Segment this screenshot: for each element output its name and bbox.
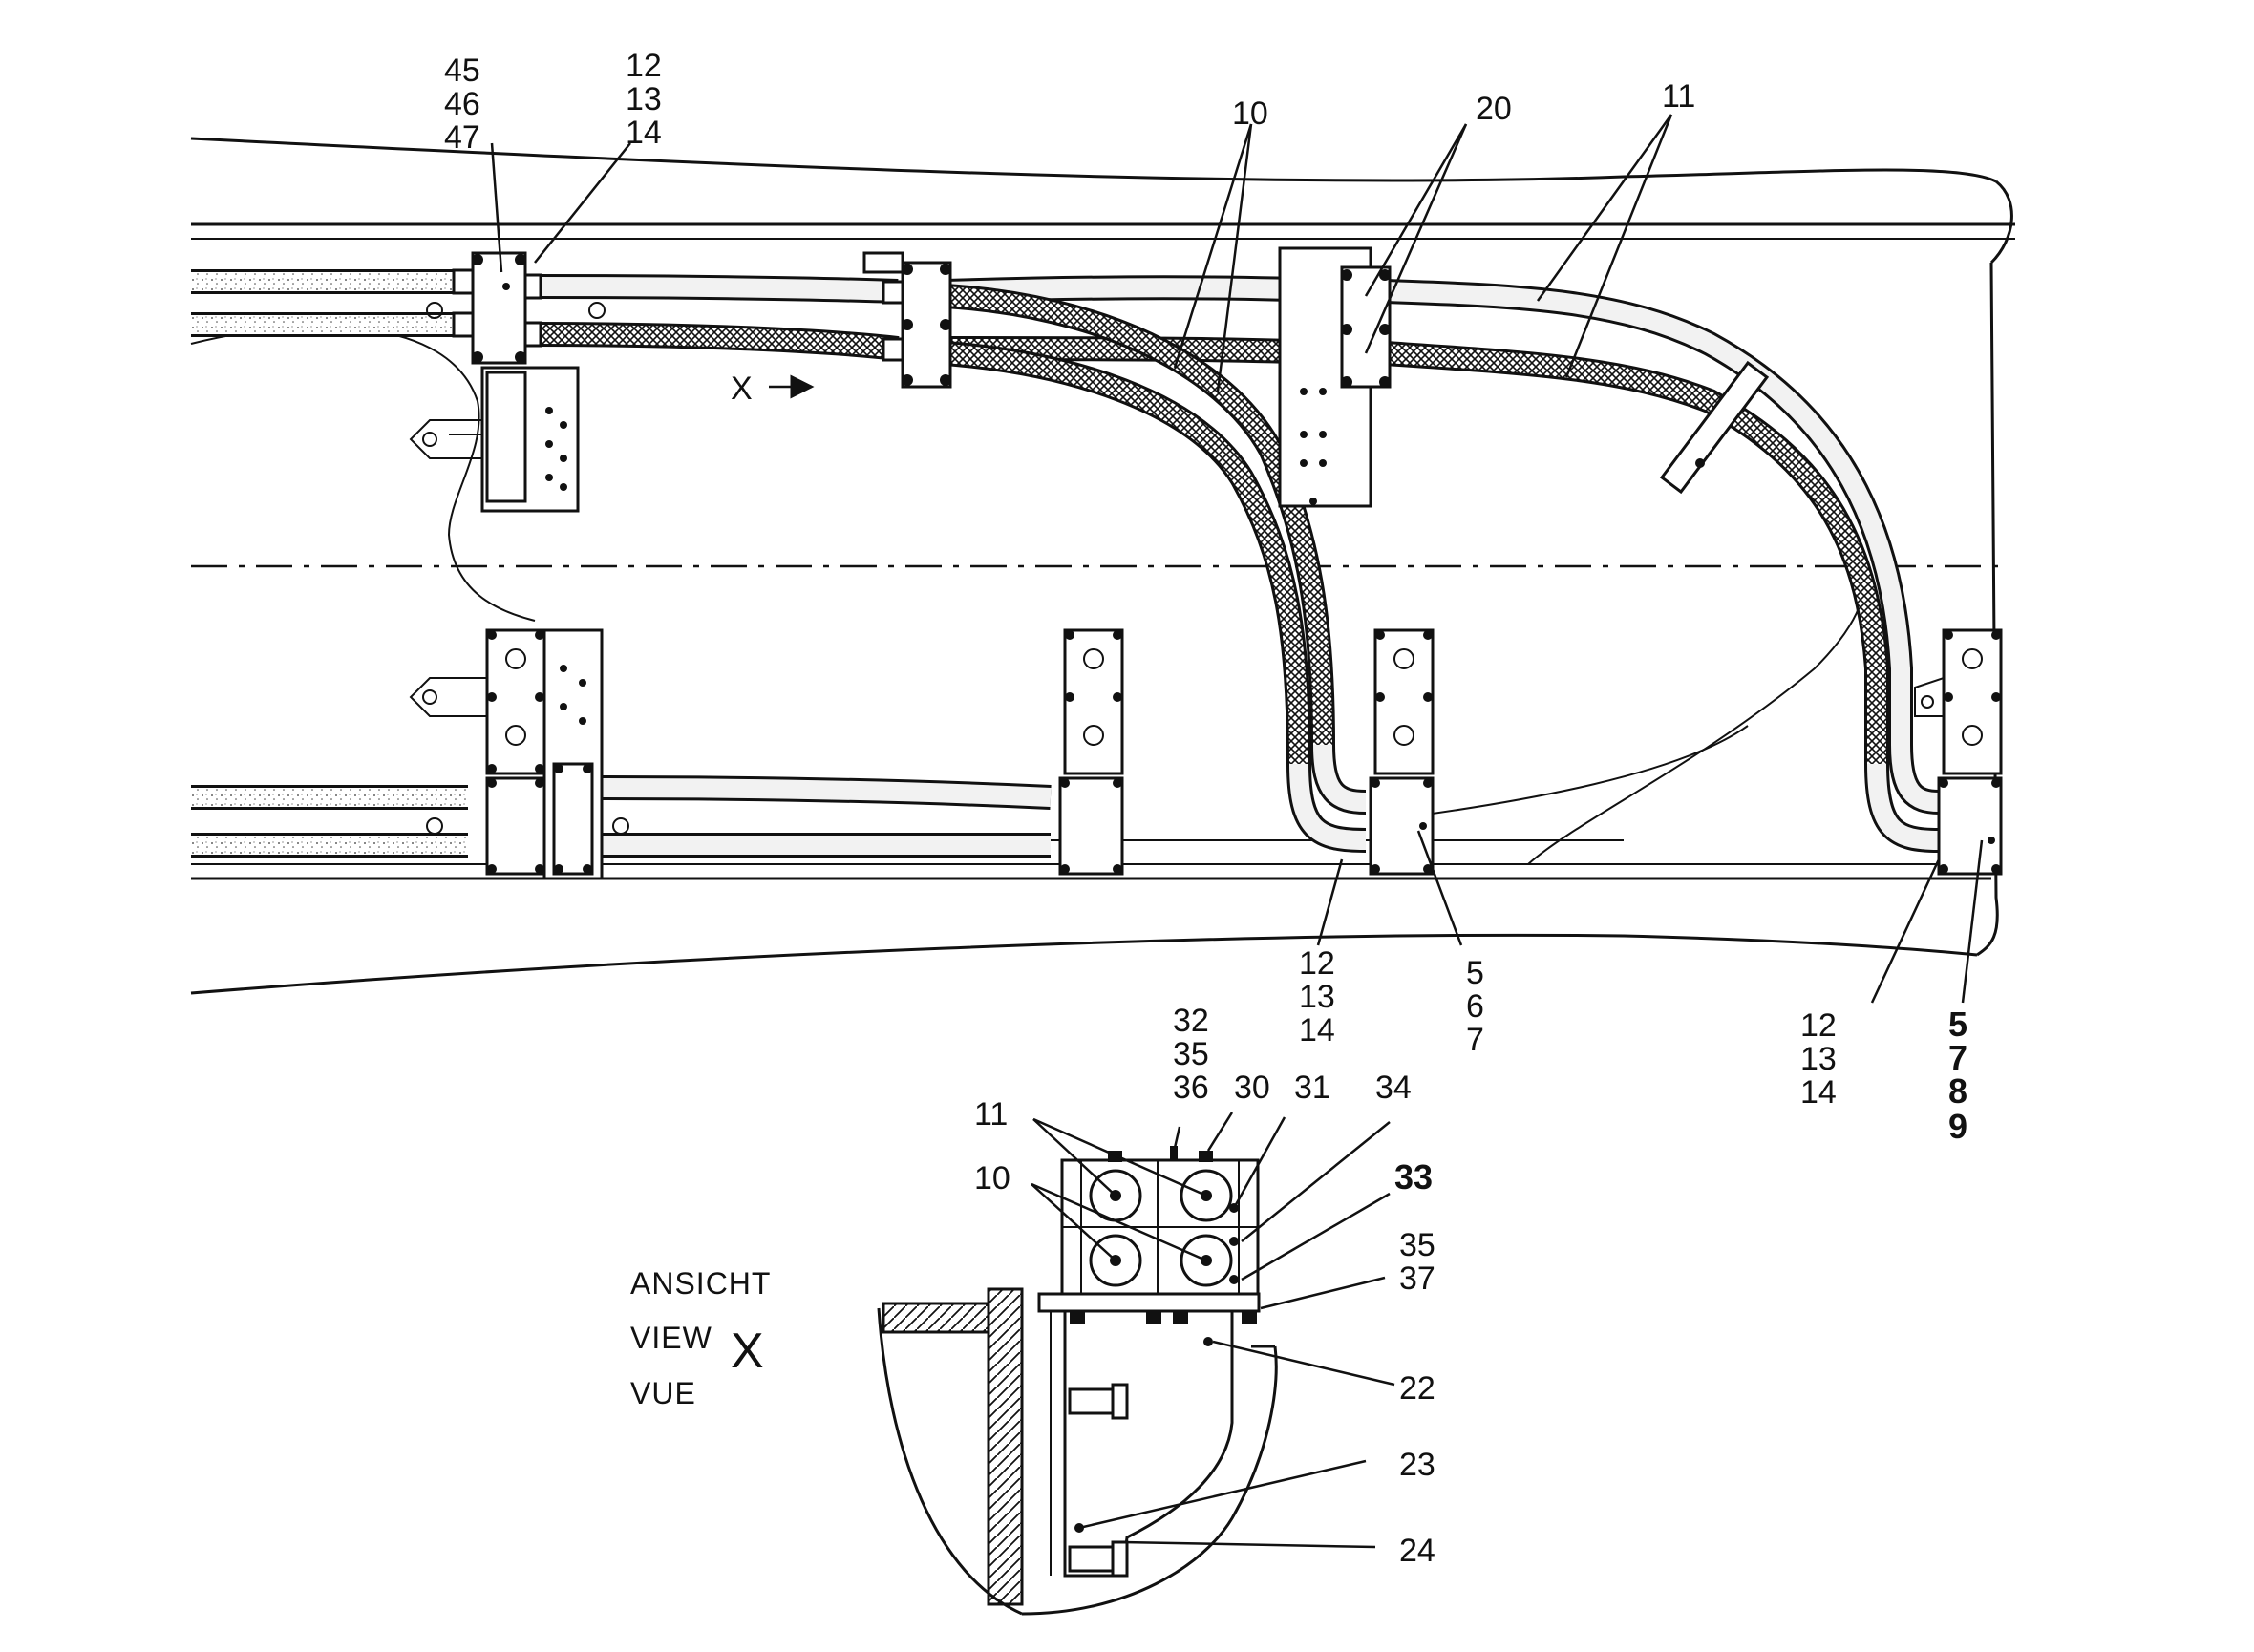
callout-37: 37 [1399, 1260, 1435, 1297]
callout-32: 32 [1173, 1003, 1209, 1039]
lower-hose-runs [191, 775, 1052, 858]
upper-clamp-blocks [409, 246, 1770, 513]
callout-34: 34 [1375, 1070, 1412, 1106]
view-label-x: X [731, 1324, 764, 1379]
callout-20: 20 [1476, 91, 1512, 127]
callout-12-right: 12 [1800, 1007, 1837, 1044]
callout-36: 36 [1173, 1070, 1209, 1106]
callout-46: 46 [444, 86, 480, 122]
callout-7-middle: 7 [1466, 1022, 1484, 1058]
callout-13-right: 13 [1800, 1041, 1837, 1077]
callout-14-topleft: 14 [626, 115, 662, 151]
callout-10-view: 10 [974, 1160, 1010, 1197]
view-x-detail [877, 1146, 1278, 1616]
callout-14-middle: 14 [1299, 1012, 1335, 1048]
callout-7-right: 7 [1948, 1038, 1967, 1077]
callout-8-right: 8 [1948, 1071, 1967, 1111]
callout-30: 30 [1234, 1070, 1270, 1106]
callout-31: 31 [1294, 1070, 1330, 1106]
view-label-view: VIEW [630, 1321, 712, 1355]
callout-12-topleft: 12 [626, 48, 662, 84]
lower-clamp-blocks [409, 628, 2003, 880]
callout-13-topleft: 13 [626, 81, 662, 117]
callout-12-middle: 12 [1299, 945, 1335, 982]
upper-hose-runs [191, 269, 1940, 853]
callout-10-top: 10 [1232, 95, 1268, 132]
leader-lines [490, 114, 1984, 1549]
callout-33: 33 [1394, 1157, 1433, 1197]
callout-35-bottom: 35 [1399, 1227, 1435, 1263]
callout-11-top: 11 [1662, 78, 1695, 115]
callout-13-middle: 13 [1299, 979, 1335, 1015]
callout-22: 22 [1399, 1370, 1435, 1407]
callout-24: 24 [1399, 1533, 1435, 1569]
callout-23: 23 [1399, 1447, 1435, 1483]
callout-11-view: 11 [974, 1096, 1008, 1133]
callout-45: 45 [444, 53, 480, 89]
callout-14-right: 14 [1800, 1074, 1837, 1111]
view-label-vue: VUE [630, 1376, 696, 1410]
view-label: ANSICHT VIEW VUE X [630, 1266, 771, 1410]
callout-5-middle: 5 [1466, 955, 1484, 991]
callout-9-right: 9 [1948, 1107, 1967, 1146]
view-label-ansicht: ANSICHT [630, 1266, 771, 1301]
callout-5-right: 5 [1948, 1005, 1967, 1044]
direction-marker-x: X [731, 371, 753, 407]
callout-35-top: 35 [1173, 1036, 1209, 1072]
callout-47: 47 [444, 119, 480, 156]
callout-6-middle: 6 [1466, 988, 1484, 1025]
callout-labels: 45 46 47 12 13 14 10 20 11 12 13 14 5 6 … [444, 48, 1967, 1569]
